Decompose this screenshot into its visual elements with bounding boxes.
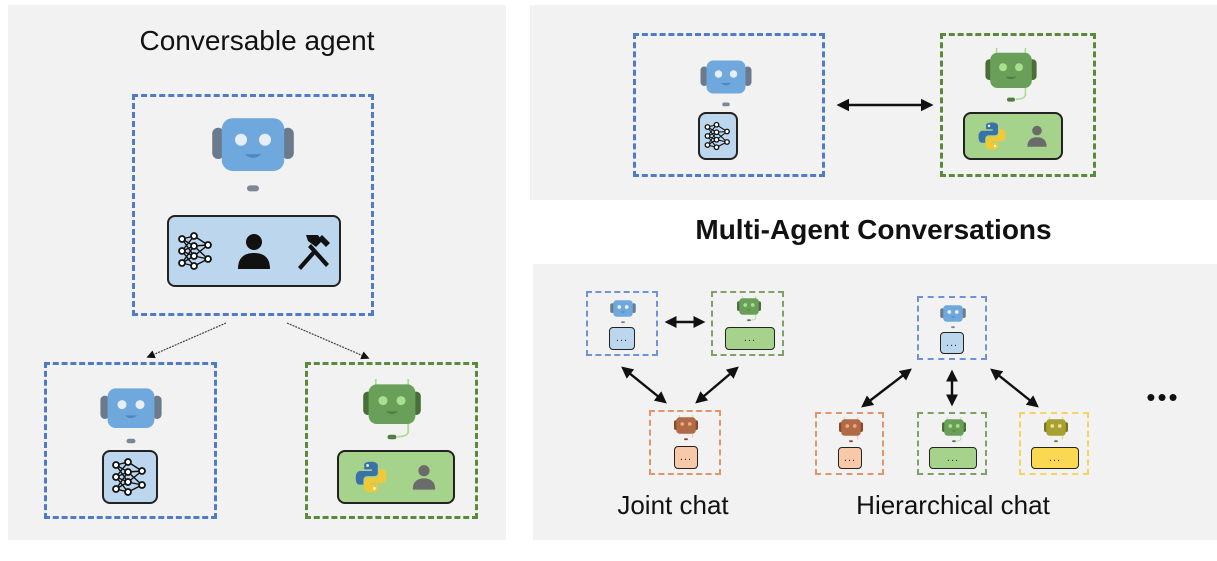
- robot-icon: [696, 56, 756, 116]
- capabilities-box: [698, 112, 738, 160]
- joint-chat-label: Joint chat: [617, 490, 729, 520]
- panel-title: Conversable agent: [139, 25, 375, 56]
- root-agent-box: [132, 94, 374, 316]
- capabilities-box: [337, 450, 455, 504]
- capabilities-box: ...: [838, 447, 862, 469]
- inheritance-arrows: [146, 322, 370, 360]
- capabilities-box: [102, 450, 158, 504]
- person-icon: [410, 463, 438, 491]
- neural-network-icon: [110, 457, 150, 497]
- two-agent-panel: [530, 5, 1217, 200]
- robot-icon: [356, 379, 428, 451]
- conversation-patterns-panel: ... ... ... Joint chat ... ... ... ... H…: [533, 264, 1217, 540]
- capabilities-box: ...: [609, 327, 635, 350]
- user-proxy-agent-box: [940, 33, 1096, 177]
- capabilities-box: [167, 215, 341, 287]
- more-patterns-ellipsis: •••: [1146, 382, 1180, 412]
- robot-icon: [95, 383, 167, 455]
- hierarchical-agent-yellow: ...: [1019, 412, 1089, 475]
- multi-agent-title: Multi-Agent Conversations: [695, 214, 1052, 245]
- assistant-agent-box: [633, 33, 825, 177]
- hierarchical-agent-orange: ...: [815, 412, 884, 475]
- arrow-manager-yellow: [990, 368, 1039, 408]
- capabilities-box: ...: [940, 332, 964, 354]
- conversable-agent-panel: Conversable agent: [8, 5, 506, 540]
- robot-icon: [979, 48, 1043, 112]
- assistant-agent-box: [44, 362, 217, 519]
- python-icon: [354, 460, 388, 494]
- joint-agent-blue: ...: [586, 291, 658, 356]
- capabilities-box: ...: [674, 446, 698, 469]
- python-icon: [977, 121, 1007, 151]
- capabilities-box: [963, 112, 1063, 160]
- capabilities-box: ...: [929, 447, 977, 469]
- arrow-green-orange: [695, 366, 739, 404]
- joint-agent-green: ...: [711, 291, 784, 356]
- person-icon: [1025, 124, 1049, 148]
- user-proxy-agent-box: [305, 362, 478, 519]
- arrow-to-user-proxy: [286, 322, 370, 360]
- hierarchical-agent-green: ...: [917, 412, 987, 475]
- hierarchical-manager-blue: ...: [917, 296, 987, 360]
- neural-network-icon: [703, 121, 733, 151]
- capabilities-box: ...: [725, 327, 775, 350]
- capabilities-box: ...: [1031, 447, 1079, 469]
- bidirectional-arrow: [836, 98, 934, 112]
- conversation-arrows: [621, 316, 1039, 408]
- arrow-to-assistant: [146, 322, 227, 359]
- arrow-manager-orange: [861, 368, 912, 408]
- hierarchical-chat-label: Hierarchical chat: [856, 490, 1050, 520]
- joint-agent-orange: ...: [649, 410, 721, 475]
- arrow-blue-orange: [621, 366, 667, 404]
